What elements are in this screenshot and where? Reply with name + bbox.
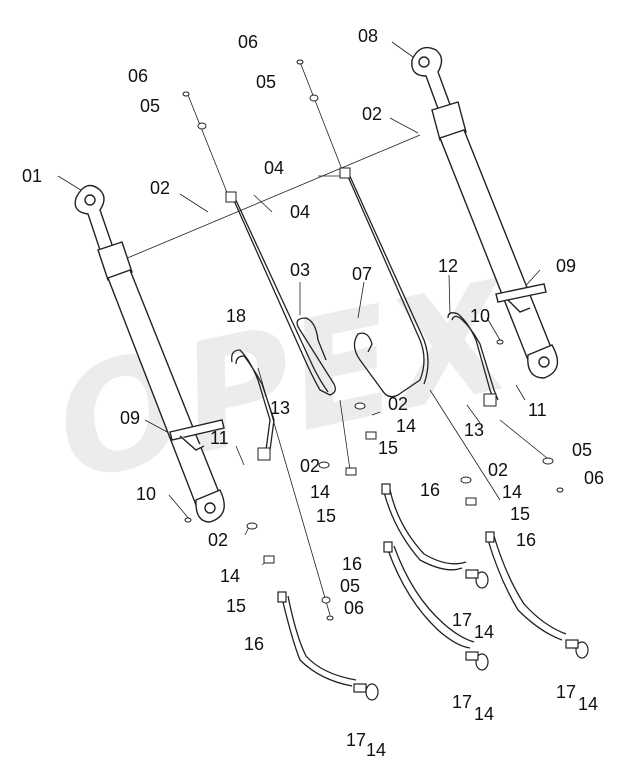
label-03: 03 (290, 260, 310, 280)
label-15: 15 (316, 506, 336, 526)
label-13: 13 (464, 420, 484, 440)
label-16: 16 (420, 480, 440, 500)
label-05: 05 (140, 96, 160, 116)
label-16: 16 (342, 554, 362, 574)
label-08: 08 (358, 26, 378, 46)
label-04: 04 (264, 158, 284, 178)
label-10: 10 (470, 306, 490, 326)
callout-labels: 01 02 06 05 06 05 08 02 04 04 03 07 12 0… (22, 26, 604, 760)
label-14: 14 (502, 482, 522, 502)
label-14: 14 (578, 694, 598, 714)
label-17: 17 (452, 610, 472, 630)
label-09: 09 (556, 256, 576, 276)
label-10: 10 (136, 484, 156, 504)
label-13: 13 (270, 398, 290, 418)
label-09: 09 (120, 408, 140, 428)
label-14: 14 (220, 566, 240, 586)
label-02: 02 (300, 456, 320, 476)
label-15: 15 (226, 596, 246, 616)
label-11: 11 (210, 428, 229, 448)
pipes (228, 171, 499, 451)
label-02: 02 (150, 178, 170, 198)
hose-fittings (277, 483, 589, 701)
small-parts (182, 59, 564, 621)
label-15: 15 (510, 504, 530, 524)
label-02: 02 (388, 394, 408, 414)
label-02: 02 (208, 530, 228, 550)
label-18: 18 (226, 306, 246, 326)
label-17: 17 (452, 692, 472, 712)
hydraulic-cylinder-right (411, 46, 559, 379)
label-02: 02 (488, 460, 508, 480)
label-11: 11 (528, 400, 547, 420)
label-06: 06 (238, 32, 258, 52)
leader-lines (57, 41, 553, 616)
label-05: 05 (572, 440, 592, 460)
hoses (281, 489, 567, 687)
label-07: 07 (352, 264, 372, 284)
label-15: 15 (378, 438, 398, 458)
label-14: 14 (474, 704, 494, 724)
label-14: 14 (474, 622, 494, 642)
label-06: 06 (344, 598, 364, 618)
label-14: 14 (310, 482, 330, 502)
label-06: 06 (128, 66, 148, 86)
label-04: 04 (290, 202, 310, 222)
label-17: 17 (346, 730, 366, 750)
label-05: 05 (256, 72, 276, 92)
label-16: 16 (244, 634, 264, 654)
label-12: 12 (438, 256, 458, 276)
hydraulic-cylinder-left (74, 184, 225, 523)
label-02: 02 (362, 104, 382, 124)
label-06: 06 (584, 468, 604, 488)
label-14: 14 (366, 740, 386, 760)
label-14: 14 (396, 416, 416, 436)
label-01: 01 (22, 166, 42, 186)
label-17: 17 (556, 682, 576, 702)
label-16: 16 (516, 530, 536, 550)
label-05: 05 (340, 576, 360, 596)
